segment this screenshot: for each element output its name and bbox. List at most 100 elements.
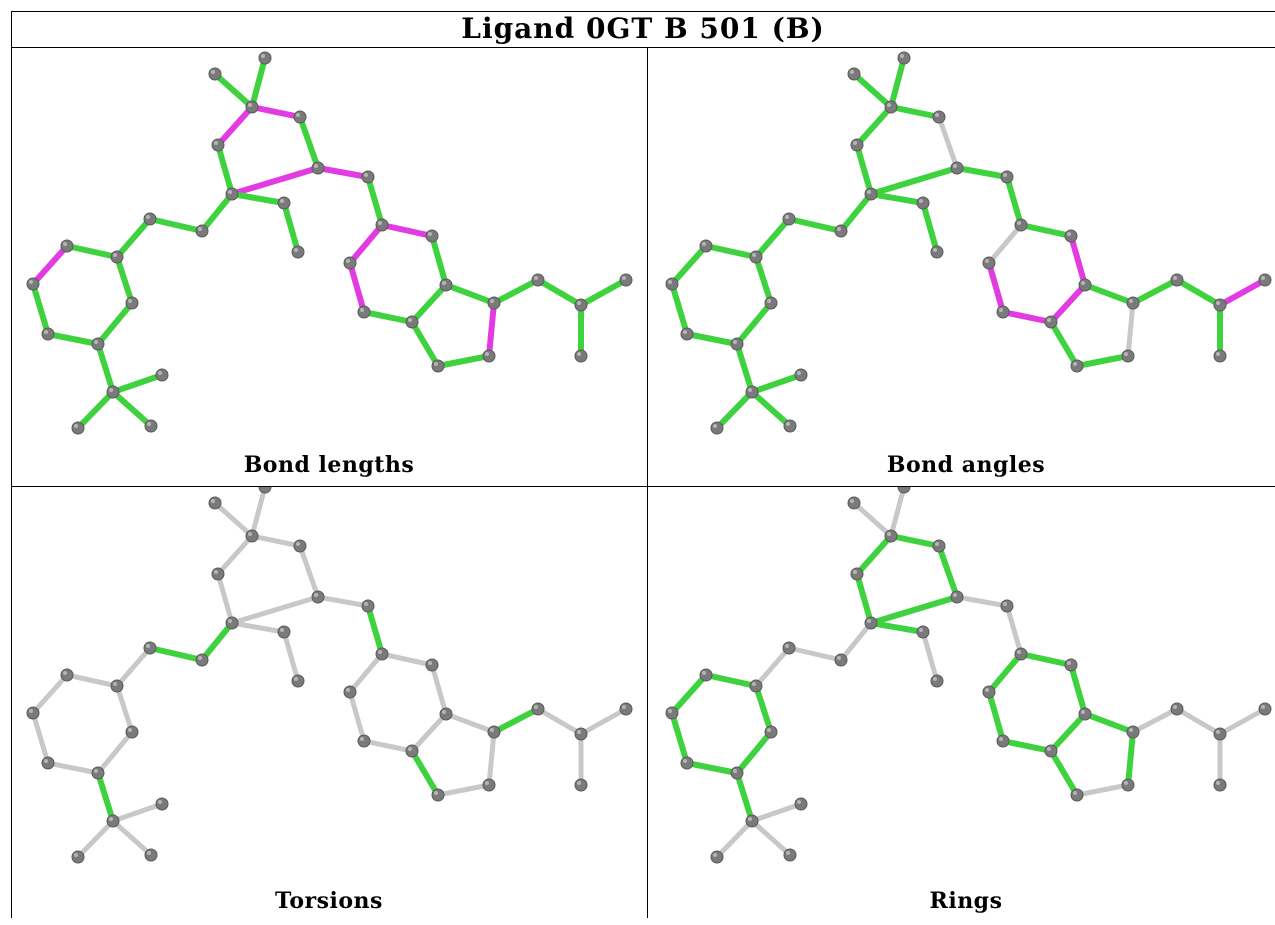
atom — [91, 337, 105, 351]
bond — [786, 645, 844, 663]
atom-highlight — [442, 281, 446, 285]
atom — [1121, 778, 1135, 792]
atom-highlight — [428, 661, 432, 665]
atom — [710, 850, 724, 864]
bond — [229, 191, 287, 206]
bond — [936, 114, 960, 171]
bond — [281, 629, 301, 684]
column-divider — [647, 48, 648, 918]
bond — [229, 620, 287, 635]
bond — [578, 706, 629, 737]
bond — [30, 243, 70, 287]
atom-highlight — [1047, 318, 1051, 322]
atom — [783, 419, 797, 433]
atom-highlight — [63, 242, 67, 246]
atom-highlight — [748, 388, 752, 392]
bond — [114, 216, 153, 260]
bond — [249, 104, 303, 120]
atom — [60, 239, 74, 253]
bond — [110, 801, 165, 824]
bond — [749, 801, 804, 824]
bond — [714, 389, 755, 431]
atom-highlight — [198, 227, 202, 231]
atom-highlight — [1081, 281, 1085, 285]
atom — [245, 529, 259, 543]
atom-highlight — [228, 190, 232, 194]
bond — [734, 729, 774, 776]
bond — [315, 165, 371, 180]
bond — [1174, 277, 1223, 308]
panel-caption: Bond lengths — [243, 452, 415, 478]
bond — [379, 651, 435, 668]
bond — [297, 114, 321, 171]
bond — [669, 243, 709, 287]
bond — [535, 706, 584, 737]
molecule-diagram-bond-angles — [665, 51, 1272, 435]
bond — [669, 672, 709, 716]
atom — [208, 67, 222, 81]
bond — [854, 571, 874, 626]
atom — [749, 250, 763, 264]
atom-highlight — [935, 113, 939, 117]
atom — [850, 567, 864, 581]
atom-highlight — [683, 330, 687, 334]
atom — [425, 229, 439, 243]
bond — [297, 543, 321, 600]
bond — [954, 594, 1010, 609]
bond — [1217, 277, 1268, 308]
bond — [1074, 782, 1131, 798]
atom — [680, 327, 694, 341]
row-divider — [11, 486, 1275, 487]
bond — [1004, 174, 1024, 228]
atom — [211, 138, 225, 152]
atom — [277, 625, 291, 639]
atom-highlight — [786, 422, 790, 426]
atom-highlight — [867, 190, 871, 194]
atom-highlight — [887, 103, 891, 107]
bond — [199, 191, 235, 234]
atom — [574, 349, 588, 363]
bond — [1130, 706, 1180, 735]
bond — [669, 710, 690, 766]
atom-highlight — [214, 141, 218, 145]
bond — [868, 191, 926, 206]
bond — [199, 620, 235, 663]
atom — [343, 685, 357, 699]
atom — [982, 256, 996, 270]
bond — [578, 277, 629, 308]
atom — [794, 368, 808, 382]
bond — [868, 165, 960, 197]
atom — [144, 848, 158, 862]
atom — [1121, 349, 1135, 363]
atom-highlight — [837, 227, 841, 231]
bond — [64, 243, 120, 260]
atom — [749, 679, 763, 693]
atom — [1258, 702, 1272, 716]
atom-highlight — [490, 299, 494, 303]
atom-highlight — [228, 619, 232, 623]
atom-highlight — [434, 791, 438, 795]
atom-highlight — [752, 253, 756, 257]
bond — [147, 645, 205, 663]
bond — [315, 594, 371, 609]
atom — [277, 196, 291, 210]
atom — [225, 187, 239, 201]
bond — [734, 341, 755, 395]
atom — [699, 239, 713, 253]
atom-highlight — [360, 308, 364, 312]
bond — [212, 500, 255, 539]
bond — [669, 281, 690, 337]
bond — [1125, 729, 1136, 788]
atom-highlight — [577, 352, 581, 356]
atom — [425, 658, 439, 672]
atom — [531, 273, 545, 287]
atom — [1170, 273, 1184, 287]
atom-highlight — [577, 781, 581, 785]
atom — [1213, 349, 1227, 363]
bond — [854, 533, 894, 577]
atom-highlight — [485, 352, 489, 356]
atom — [665, 706, 679, 720]
panel-caption: Torsions — [275, 888, 383, 914]
atom — [195, 653, 209, 667]
atom — [143, 212, 157, 226]
